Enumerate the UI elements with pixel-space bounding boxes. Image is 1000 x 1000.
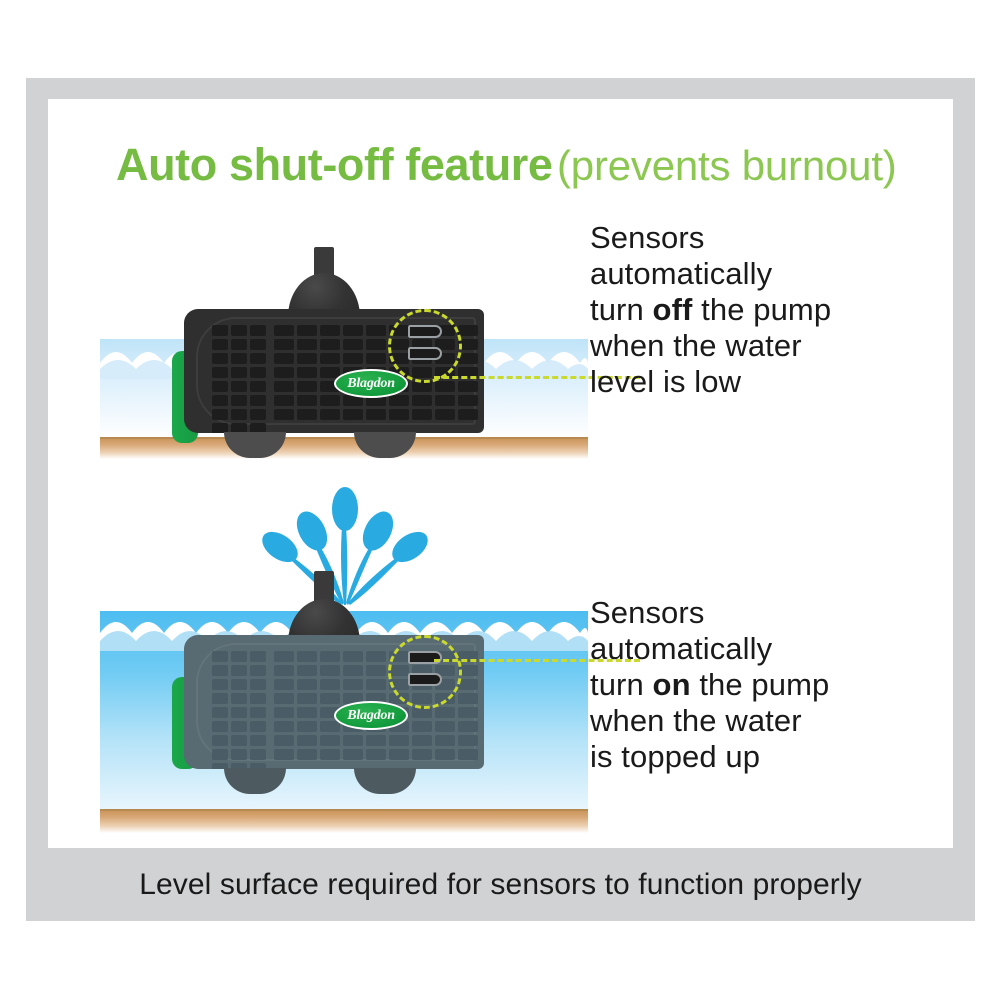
diagram-frame: Auto shut-off feature (prevents burnout) xyxy=(26,78,975,921)
callout-low-water: Sensors automatically turn off the pump … xyxy=(590,220,930,400)
ground-fill xyxy=(100,437,588,459)
callout-line-5: level is low xyxy=(590,364,742,399)
callout-line-2: automatically xyxy=(590,256,773,291)
callout-line-3-pre: turn xyxy=(590,292,653,327)
sensor-highlight-circle xyxy=(388,309,462,383)
callout-leader-line-top xyxy=(434,376,640,379)
callout-line-3-pre: turn xyxy=(590,667,653,702)
scene-low-water: Blagdon xyxy=(86,209,640,459)
water-fountain-icon xyxy=(256,487,436,607)
pump-foot-left xyxy=(224,768,286,794)
title-main: Auto shut-off feature xyxy=(116,139,553,190)
pump-outlet-pipe-icon xyxy=(314,571,334,607)
callout-line-3: turn off the pump xyxy=(590,292,930,328)
callout-line-4: when the water xyxy=(590,328,802,363)
pump-foot-right xyxy=(354,768,416,794)
brand-logo-badge: Blagdon xyxy=(334,369,408,398)
callout-topped-up: Sensors automatically turn on the pump w… xyxy=(590,595,930,775)
pump-unit-full: Blagdon xyxy=(172,571,496,807)
pump-vent-grid-right xyxy=(274,651,478,760)
brand-logo-badge: Blagdon xyxy=(334,701,408,730)
pump-vent-grid-left xyxy=(212,325,266,433)
ground-surface-line xyxy=(100,437,588,439)
brand-logo-text: Blagdon xyxy=(347,707,395,723)
pump-vent-grid-left xyxy=(212,651,266,769)
callout-line-1: Sensors xyxy=(590,595,705,630)
ground-strip-full xyxy=(100,809,588,833)
callout-line-5: is topped up xyxy=(590,739,761,774)
callout-leader-line-bottom xyxy=(434,659,640,662)
sensor-highlight-circle xyxy=(388,635,462,709)
title-sub: (prevents burnout) xyxy=(557,142,897,189)
callout-line-4: when the water xyxy=(590,703,802,738)
callout-line-3: turn on the pump xyxy=(590,667,930,703)
callout-line-2: automatically xyxy=(590,631,773,666)
ground-fill xyxy=(100,809,588,833)
callout-line-3-post: the pump xyxy=(690,667,830,702)
pump-unit-low: Blagdon xyxy=(172,247,496,458)
callout-line-3-strong: on xyxy=(652,667,691,702)
callout-line-3-strong: off xyxy=(652,292,693,327)
footer-caption-bar: Level surface required for sensors to fu… xyxy=(26,848,975,921)
pump-outlet-pipe-icon xyxy=(314,247,334,281)
page-title: Auto shut-off feature (prevents burnout) xyxy=(116,139,976,191)
callout-line-3-post: the pump xyxy=(692,292,832,327)
callout-line-1: Sensors xyxy=(590,220,705,255)
footer-caption-text: Level surface required for sensors to fu… xyxy=(139,867,862,901)
ground-strip-low xyxy=(100,437,588,459)
brand-logo-text: Blagdon xyxy=(347,375,395,391)
diagram-panel: Auto shut-off feature (prevents burnout) xyxy=(48,99,953,849)
scene-topped-up: Blagdon xyxy=(86,479,640,833)
ground-surface-line xyxy=(100,809,588,811)
